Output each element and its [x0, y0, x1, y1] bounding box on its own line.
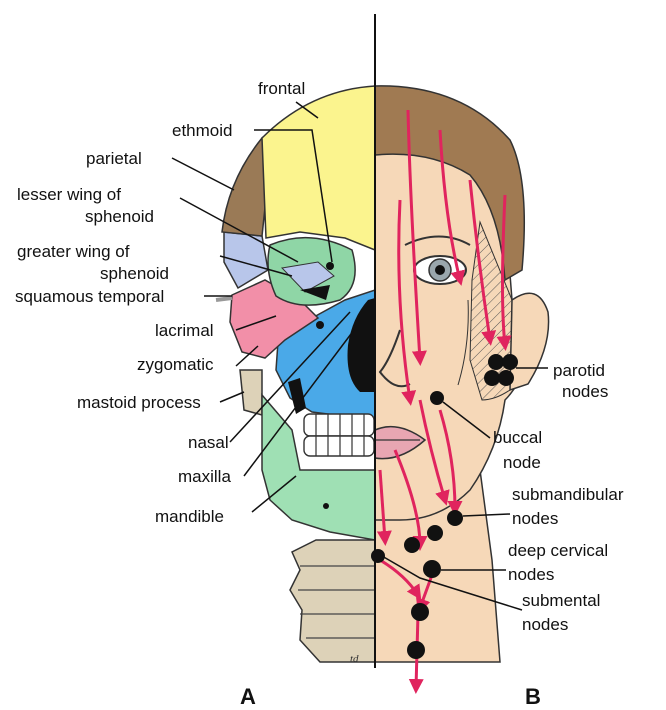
label-submental-line2: nodes: [522, 614, 568, 635]
skull-panel-a: [216, 86, 375, 662]
panel-label-a: A: [240, 684, 256, 710]
label-submandibular-line1: submandibular: [512, 484, 624, 505]
vertebrae: [290, 540, 375, 662]
parotid-node: [484, 370, 500, 386]
parotid-node: [502, 354, 518, 370]
deep-cervical-node: [407, 641, 425, 659]
label-parotid-line2: nodes: [562, 381, 608, 402]
label-submental-line1: submental: [522, 590, 600, 611]
label-maxilla: maxilla: [178, 466, 231, 487]
parotid-node: [498, 370, 514, 386]
label-mandible: mandible: [155, 506, 224, 527]
deep-cervical-node: [423, 560, 441, 578]
label-submandibular-line2: nodes: [512, 508, 558, 529]
ear: [510, 293, 549, 390]
submandibular-node: [447, 510, 463, 526]
artist-signature: td: [350, 653, 359, 665]
label-squamous-temporal: squamous temporal: [15, 286, 164, 307]
label-buccal-line2: node: [503, 452, 541, 473]
label-parietal: parietal: [86, 148, 142, 169]
label-lesser-wing-line2: sphenoid: [85, 206, 154, 227]
parotid-node: [488, 354, 504, 370]
label-frontal: frontal: [258, 78, 305, 99]
label-mastoid-process: mastoid process: [77, 392, 201, 413]
label-greater-wing-line1: greater wing of: [17, 241, 129, 262]
label-deep-cervical-line2: nodes: [508, 564, 554, 585]
buccal-node: [430, 391, 444, 405]
label-ethmoid: ethmoid: [172, 120, 232, 141]
label-deep-cervical-line1: deep cervical: [508, 540, 608, 561]
label-parotid-line1: parotid: [553, 360, 605, 381]
label-lesser-wing-line1: lesser wing of: [17, 184, 121, 205]
sphenoid-bone: [224, 232, 268, 288]
label-zygomatic: zygomatic: [137, 354, 214, 375]
label-nasal: nasal: [188, 432, 229, 453]
label-buccal-line1: buccal: [493, 427, 542, 448]
submandibular-node: [427, 525, 443, 541]
label-lacrimal: lacrimal: [155, 320, 214, 341]
label-greater-wing-line2: sphenoid: [100, 263, 169, 284]
submandibular-node: [404, 537, 420, 553]
panel-label-b: B: [525, 684, 541, 710]
teeth: [304, 414, 374, 456]
deep-cervical-node: [411, 603, 429, 621]
